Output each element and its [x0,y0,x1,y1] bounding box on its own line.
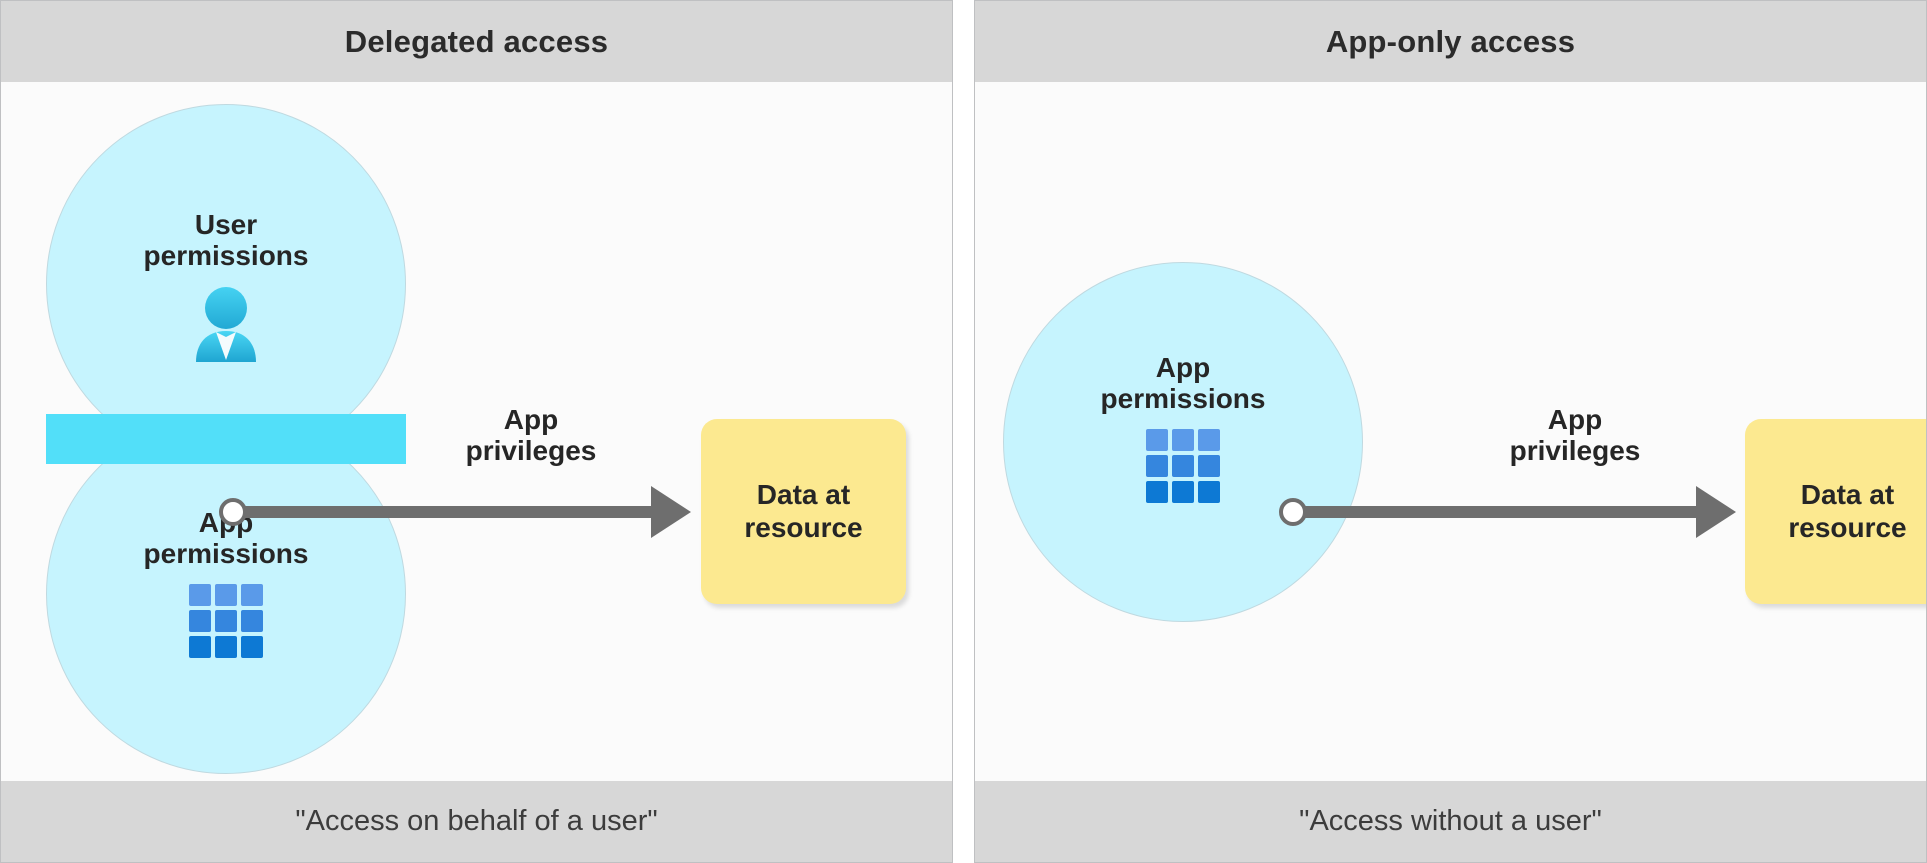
connector-node-delegated [219,498,247,526]
user-permissions-content: User permissions [46,209,406,364]
panel-delegated-header: Delegated access [1,1,952,82]
panel-app-only-body: App permissions App privileges Data at r… [975,82,1926,781]
app-permissions-content: App permissions [1003,352,1363,503]
grid-icon [1146,428,1220,503]
grid-icon-wrap [46,583,406,658]
grid-icon [189,583,263,658]
connector-line-app-only [1293,506,1703,518]
resource-box-label-delegated: Data at resource [744,479,863,543]
app-permissions-content: App permissions [46,507,406,658]
panel-delegated-body: User permissions [1,82,952,781]
panel-app-only-access: App-only access App permissions App [974,0,1927,863]
panel-delegated-caption: "Access on behalf of a user" [295,805,658,837]
panel-app-only-footer: "Access without a user" [975,781,1926,862]
panel-delegated-title: Delegated access [344,23,609,59]
edge-label-app-privileges-delegated: App privileges [465,404,597,467]
connector-line-delegated [233,506,658,518]
connector-arrowhead-app-only [1696,486,1736,538]
resource-box-app-only: Data at resource [1745,419,1926,604]
edge-label-app-privileges-app-only: App privileges [1509,404,1641,467]
connector-node-app-only [1279,498,1307,526]
panel-app-only-caption: "Access without a user" [1299,805,1602,837]
resource-box-delegated: Data at resource [701,419,906,604]
panel-delegated-access: Delegated access User permissions [0,0,953,863]
connector-arrowhead-delegated [651,486,691,538]
panel-app-only-title: App-only access [1325,23,1576,59]
grid-icon-wrap [1003,428,1363,503]
panel-app-only-header: App-only access [975,1,1926,82]
user-permissions-label: User permissions [143,209,309,272]
circle-user-permissions [46,104,406,464]
panel-delegated-footer: "Access on behalf of a user" [1,781,952,862]
user-icon-wrap [46,286,406,364]
user-icon [196,286,256,362]
resource-box-label-app-only: Data at resource [1788,479,1907,543]
app-permissions-label: App permissions [1100,352,1266,415]
